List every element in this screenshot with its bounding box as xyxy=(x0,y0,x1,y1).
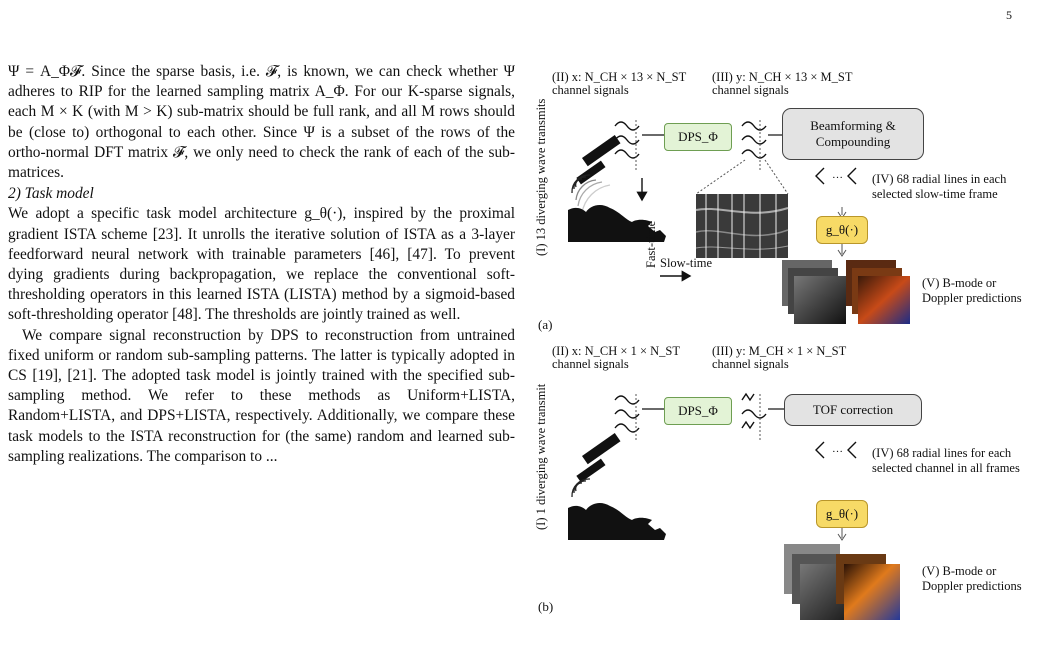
input-signals-a-icon xyxy=(614,121,640,159)
page-number: 5 xyxy=(1006,8,1012,22)
beamforming-block-a: Beamforming & Compounding xyxy=(782,108,924,160)
prediction-label-a: (V) B-mode or Doppler predictions xyxy=(922,276,1022,305)
input-signals-b-icon xyxy=(614,395,640,433)
radial-lines-a-icon xyxy=(815,167,857,185)
down-arrow-b xyxy=(837,528,847,541)
paragraph-comparison: We compare signal reconstruction by DPS … xyxy=(8,326,515,465)
input-sub-label-b: channel signals xyxy=(552,357,629,371)
panel-label-a: (a) xyxy=(538,317,553,332)
prediction-label-b: (V) B-mode or Doppler predictions xyxy=(922,564,1022,593)
down-arrow-a2 xyxy=(837,244,847,257)
radial-lines-b-icon xyxy=(815,441,857,459)
slow-time-label-a: Slow-time xyxy=(660,256,713,270)
input-signal-label-b: (II) x: N_CH × 1 × N_ST xyxy=(552,344,680,358)
paragraph-task-model: We adopt a specific task model architect… xyxy=(8,205,515,324)
output-signals-b-icon xyxy=(741,392,767,430)
output-signal-label-a: (III) y: N_CH × 13 × M_ST xyxy=(712,70,853,84)
prediction-images-b xyxy=(784,544,900,620)
fast-time-label-a: Fast-time xyxy=(644,220,658,268)
dps-block-b: DPS_Φ xyxy=(664,397,732,425)
section-heading: 2) Task model xyxy=(8,185,94,203)
svg-text:…: … xyxy=(832,443,843,455)
output-signal-label-b: (III) y: M_CH × 1 × N_ST xyxy=(712,344,847,358)
transducer-b-icon xyxy=(576,433,621,483)
transmits-label-b: (I) 1 diverging wave transmit xyxy=(534,383,548,530)
patient-silhouette-b-icon xyxy=(568,503,666,540)
input-sub-label-a: channel signals xyxy=(552,83,629,97)
wave-emission-a-icon xyxy=(571,174,611,214)
prediction-images-a xyxy=(782,260,910,324)
output-sub-label-a: channel signals xyxy=(712,83,789,97)
figure-graphics: … xyxy=(568,120,910,620)
slow-time-matrix-a xyxy=(695,194,789,258)
task-model-block-b: g_θ(·) xyxy=(816,500,868,528)
dps-block-a: DPS_Φ xyxy=(664,123,732,151)
output-signals-a-icon xyxy=(741,121,767,159)
panel-b-graphics: … xyxy=(568,392,900,620)
transducer-a-icon xyxy=(576,135,621,185)
figure: … xyxy=(520,60,1042,659)
patient-silhouette-a-icon xyxy=(568,205,666,242)
output-sub-label-b: channel signals xyxy=(712,357,789,371)
svg-text:…: … xyxy=(832,169,843,181)
paragraph-rip: Ψ = A_Φ𝓕. Since the sparse basis, i.e. 𝓕… xyxy=(8,63,515,182)
input-signal-label-a: (II) x: N_CH × 13 × N_ST xyxy=(552,70,687,84)
task-model-block-a: g_θ(·) xyxy=(816,216,868,244)
wave-emission-b-icon xyxy=(571,478,591,498)
text-column: Ψ = A_Φ𝓕. Since the sparse basis, i.e. 𝓕… xyxy=(8,62,515,467)
panel-label-b: (b) xyxy=(538,599,554,614)
radial-lines-label-a: (IV) 68 radial lines in each selected sl… xyxy=(872,172,1007,201)
panel-a-graphics: … xyxy=(568,120,910,324)
tof-correction-block-b: TOF correction xyxy=(784,394,922,426)
radial-lines-label-b: (IV) 68 radial lines for each selected c… xyxy=(872,446,1020,475)
transmits-label-a: (I) 13 diverging wave transmits xyxy=(534,98,548,256)
